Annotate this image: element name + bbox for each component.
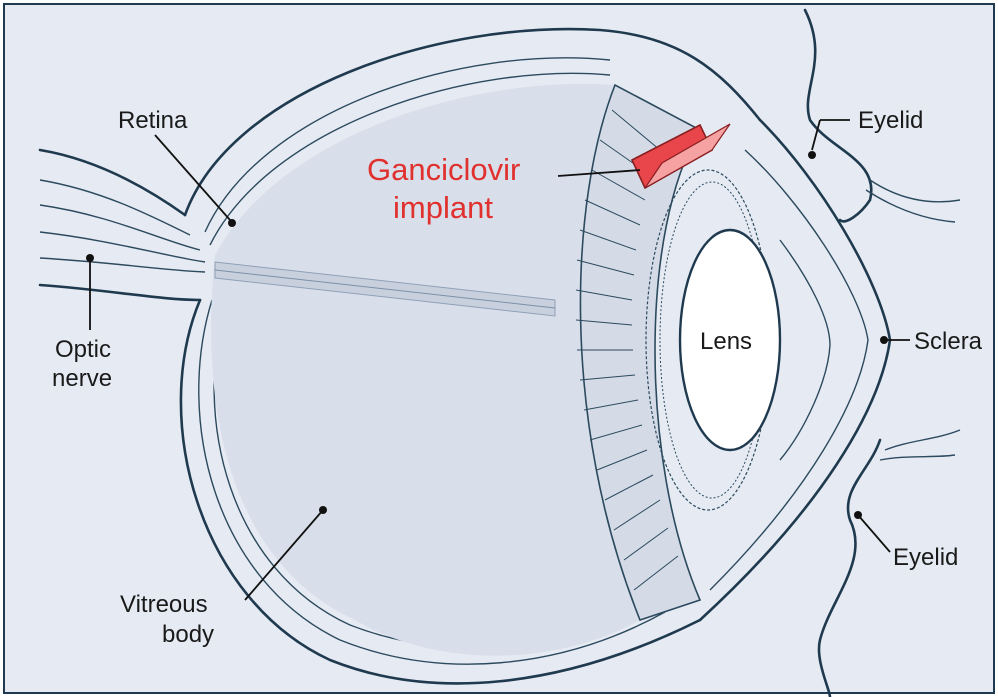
label-retina: Retina [118, 107, 188, 134]
label-eyelid-bottom: Eyelid [893, 544, 958, 571]
label-implant-line1: Ganciclovir [367, 152, 520, 187]
label-eyelid-top: Eyelid [858, 107, 923, 134]
label-sclera: Sclera [914, 328, 983, 355]
label-optic-line1: Optic [55, 336, 111, 363]
label-optic-line2: nerve [52, 365, 112, 392]
label-vitreous-line1: Vitreous [120, 591, 208, 618]
label-implant-line2: implant [393, 190, 493, 225]
label-vitreous-line2: body [162, 621, 214, 648]
label-lens: Lens [700, 328, 752, 355]
